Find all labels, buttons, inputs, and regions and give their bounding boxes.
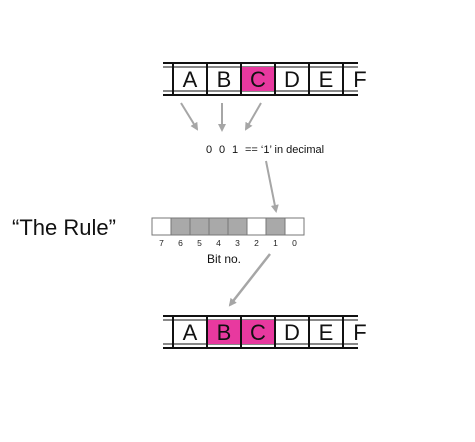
- neighborhood-arrows: [180, 102, 262, 132]
- tape-cell-label: A: [183, 320, 198, 345]
- tape-cell-label: F: [353, 67, 366, 92]
- rule-bit-labels: 7 6 5 4 3 2 1 0: [159, 238, 297, 248]
- tape-cell-label: E: [319, 67, 334, 92]
- tape-cell-label: F: [353, 320, 366, 345]
- rule-bit-index: 2: [254, 238, 259, 248]
- tape-cell-label: B: [217, 67, 232, 92]
- rule-bit-index: 1: [273, 238, 278, 248]
- tape-cell-label: A: [183, 67, 198, 92]
- tape-cell-highlight: [241, 67, 275, 91]
- rule-bit-index: 5: [197, 238, 202, 248]
- arrow-to-result: [228, 253, 271, 307]
- arrow-to-rule: [265, 160, 279, 213]
- rule-bit-index: 3: [235, 238, 240, 248]
- rule-bit-index: 0: [292, 238, 297, 248]
- tape-cell-highlight: [241, 320, 275, 344]
- tape-cell-label: D: [284, 320, 300, 345]
- tape-cell-label: C: [250, 67, 266, 92]
- rule-bit-cell: [208, 217, 229, 236]
- bit-value-0: 0: [206, 144, 212, 156]
- tape-cell-label: C: [250, 320, 266, 345]
- bit-number-label: Bit no.: [207, 252, 241, 266]
- rule-bit-cell: [284, 217, 305, 236]
- rule-bit-cell: [170, 217, 191, 236]
- rule-bit-cell: [189, 217, 210, 236]
- rule-bit-cell: [265, 217, 286, 236]
- rule-bit-index: 6: [178, 238, 183, 248]
- rule-bit-cell: [227, 217, 248, 236]
- tape-cell-label: D: [284, 67, 300, 92]
- rule-bit-string: [151, 217, 305, 236]
- neighborhood-bits: 0 0 1 == ‘1’ in decimal: [206, 144, 324, 156]
- tape-cell-highlight: [207, 320, 241, 344]
- bit-value-2: 1: [232, 144, 238, 156]
- rule-title: “The Rule”: [12, 215, 116, 240]
- arrow-c: [245, 102, 262, 131]
- rule-bit-cell: [246, 217, 267, 236]
- rule-bit-index: 7: [159, 238, 164, 248]
- tape-cell-label: E: [319, 320, 334, 345]
- bit-value-1: 0: [219, 144, 225, 156]
- arrow-a: [180, 102, 199, 131]
- equation-text: == ‘1’ in decimal: [245, 144, 324, 156]
- tape-cell-label: B: [217, 320, 232, 345]
- rule-bit-cell: [151, 217, 172, 236]
- rule-bit-index: 4: [216, 238, 221, 248]
